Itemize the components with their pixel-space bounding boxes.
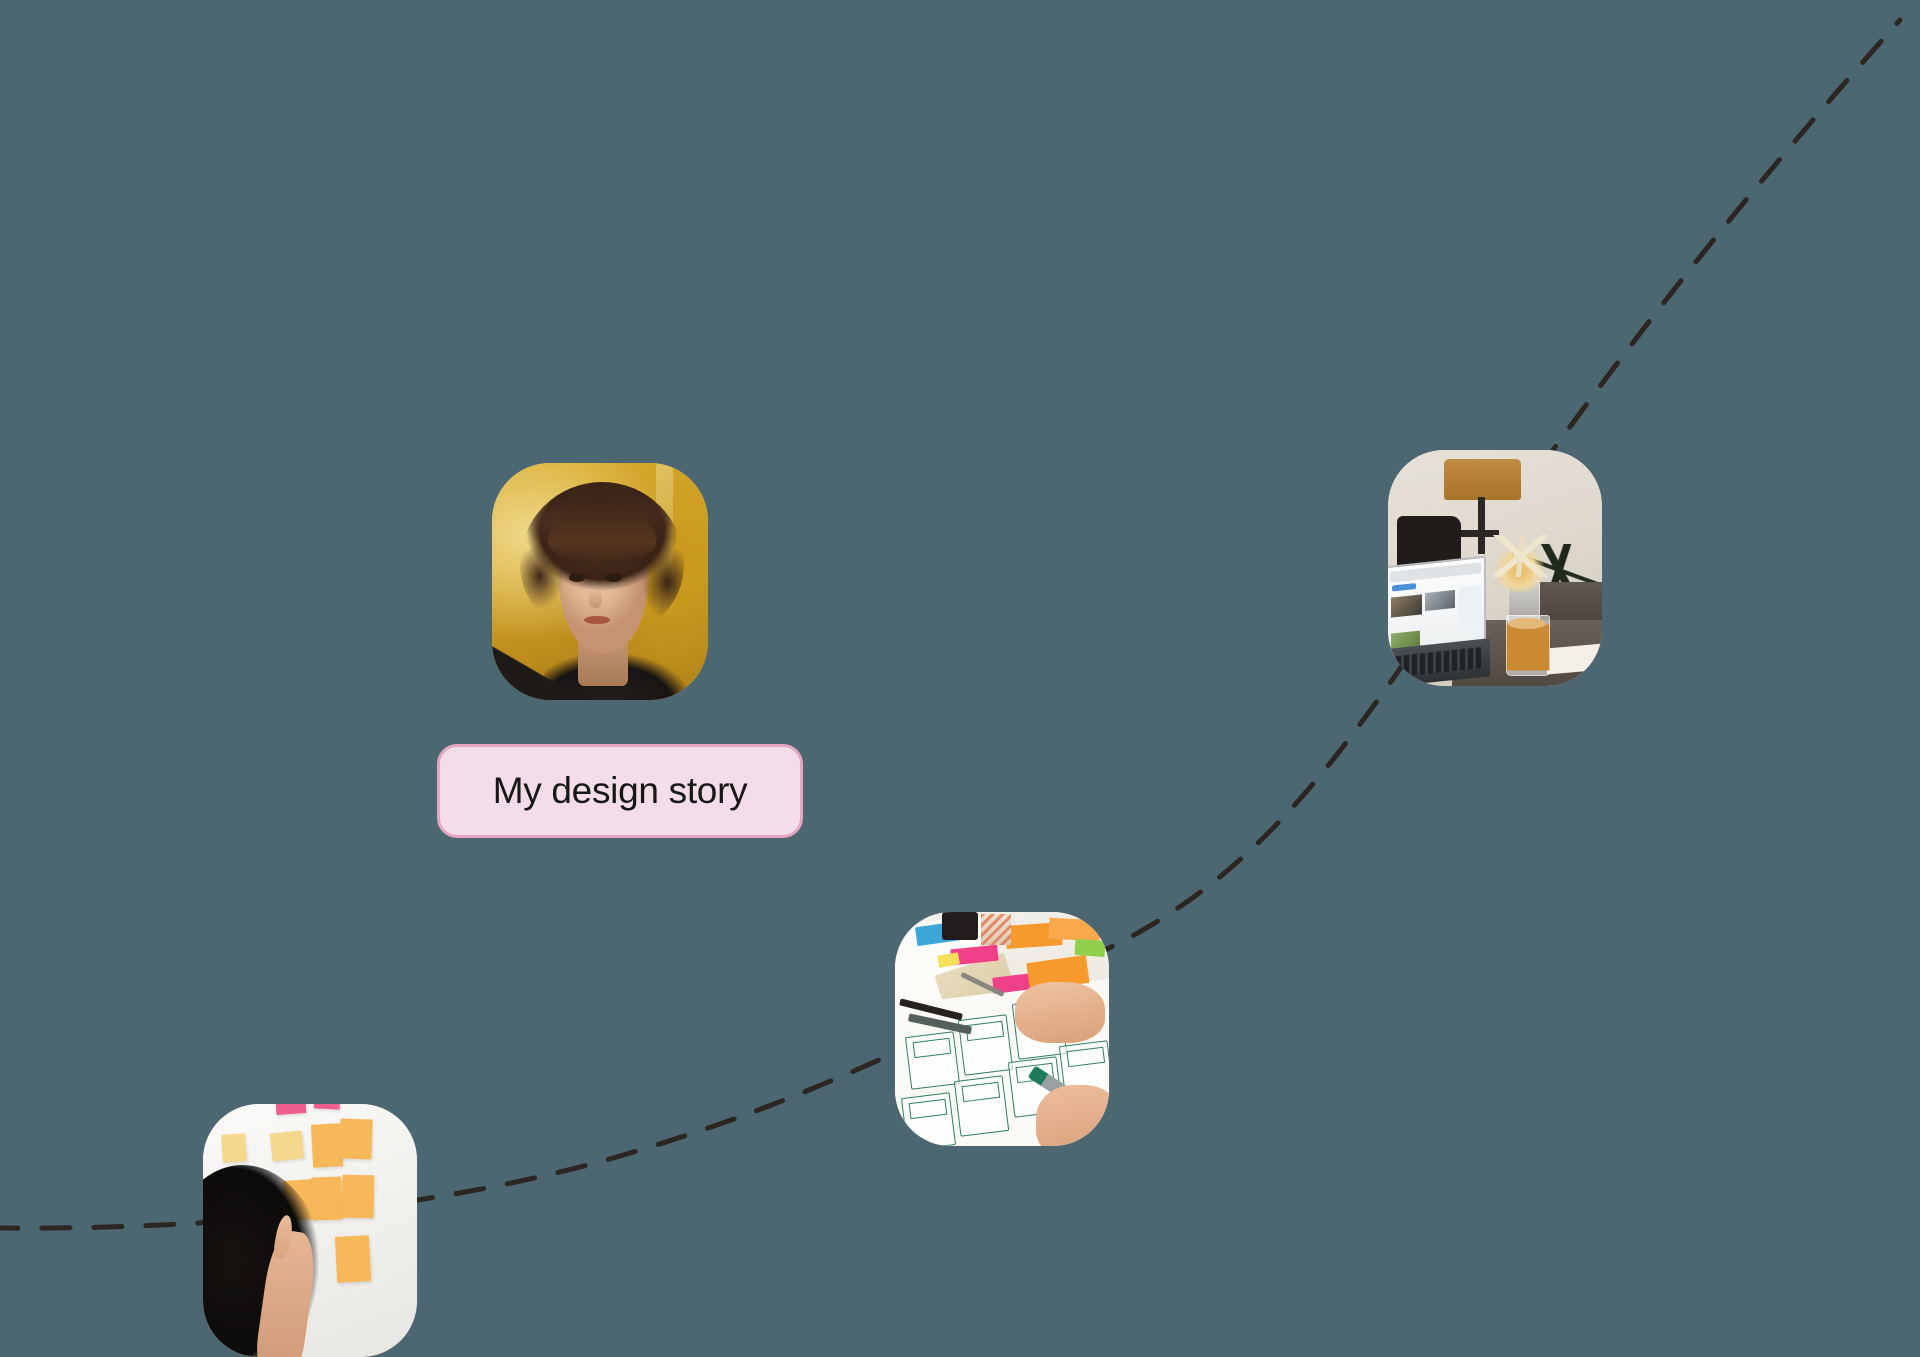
portrait-shoulder <box>492 643 592 700</box>
story-title-pill[interactable]: My design story <box>437 744 803 838</box>
wireframe-frame-4 <box>900 1091 956 1146</box>
wireframe-frame-5 <box>953 1075 1010 1137</box>
wireframe-frame-2 <box>958 1014 1014 1076</box>
desk-lamp-pole <box>1477 497 1486 554</box>
wireframe-sticky-orange-2 <box>1048 917 1101 942</box>
portrait-lips <box>583 615 610 624</box>
laptop-screen-sidebar <box>1458 585 1481 631</box>
desk-notepaper <box>1545 643 1602 675</box>
laptop-keys <box>1388 646 1482 678</box>
desk-latte-foam <box>1507 617 1547 630</box>
desk-lamp-shade <box>1443 459 1521 500</box>
laptop-screen-thumb-1 <box>1390 594 1423 618</box>
whiteboard-note-4 <box>339 1118 373 1161</box>
portrait-nose <box>589 586 603 608</box>
desk-flower-petals <box>1492 534 1549 578</box>
laptop-screen-button <box>1391 582 1416 592</box>
wireframe-frame-1 <box>904 1030 960 1090</box>
whiteboard-note-8 <box>334 1234 372 1282</box>
whiteboard-note-6 <box>311 1176 343 1221</box>
whiteboard-note-7 <box>341 1174 375 1219</box>
wireframe-pencil-cup <box>980 914 1011 946</box>
wireframe-photo-content <box>895 912 1109 1146</box>
laptop-screen-thumb-2 <box>1425 589 1455 611</box>
whiteboard-note-3 <box>311 1123 344 1168</box>
wireframe-sticky-green <box>1074 939 1106 958</box>
wireframe-black-object <box>942 912 979 941</box>
laptop-browser-chrome <box>1389 562 1481 583</box>
portrait-eye-right <box>605 573 622 582</box>
wireframe-hand-lower <box>1036 1085 1109 1146</box>
sticky-photo-content <box>203 1104 417 1357</box>
portrait-photo[interactable] <box>492 463 708 700</box>
desk-photo-content <box>1388 450 1602 686</box>
whiteboard-note-2 <box>270 1130 305 1162</box>
wireframe-hand-upper <box>1014 982 1105 1044</box>
desk-lamp-arm <box>1452 530 1500 538</box>
story-title-text: My design story <box>492 770 748 811</box>
whiteboard-note-1 <box>221 1133 247 1163</box>
portrait-eye-left <box>568 573 585 582</box>
desk-workspace-photo[interactable] <box>1388 450 1602 686</box>
sticky-notes-whiteboard-photo[interactable] <box>203 1104 417 1357</box>
portrait-fringe <box>548 503 657 561</box>
wireframe-sketching-photo[interactable] <box>895 912 1109 1146</box>
portrait-photo-content <box>492 463 708 700</box>
